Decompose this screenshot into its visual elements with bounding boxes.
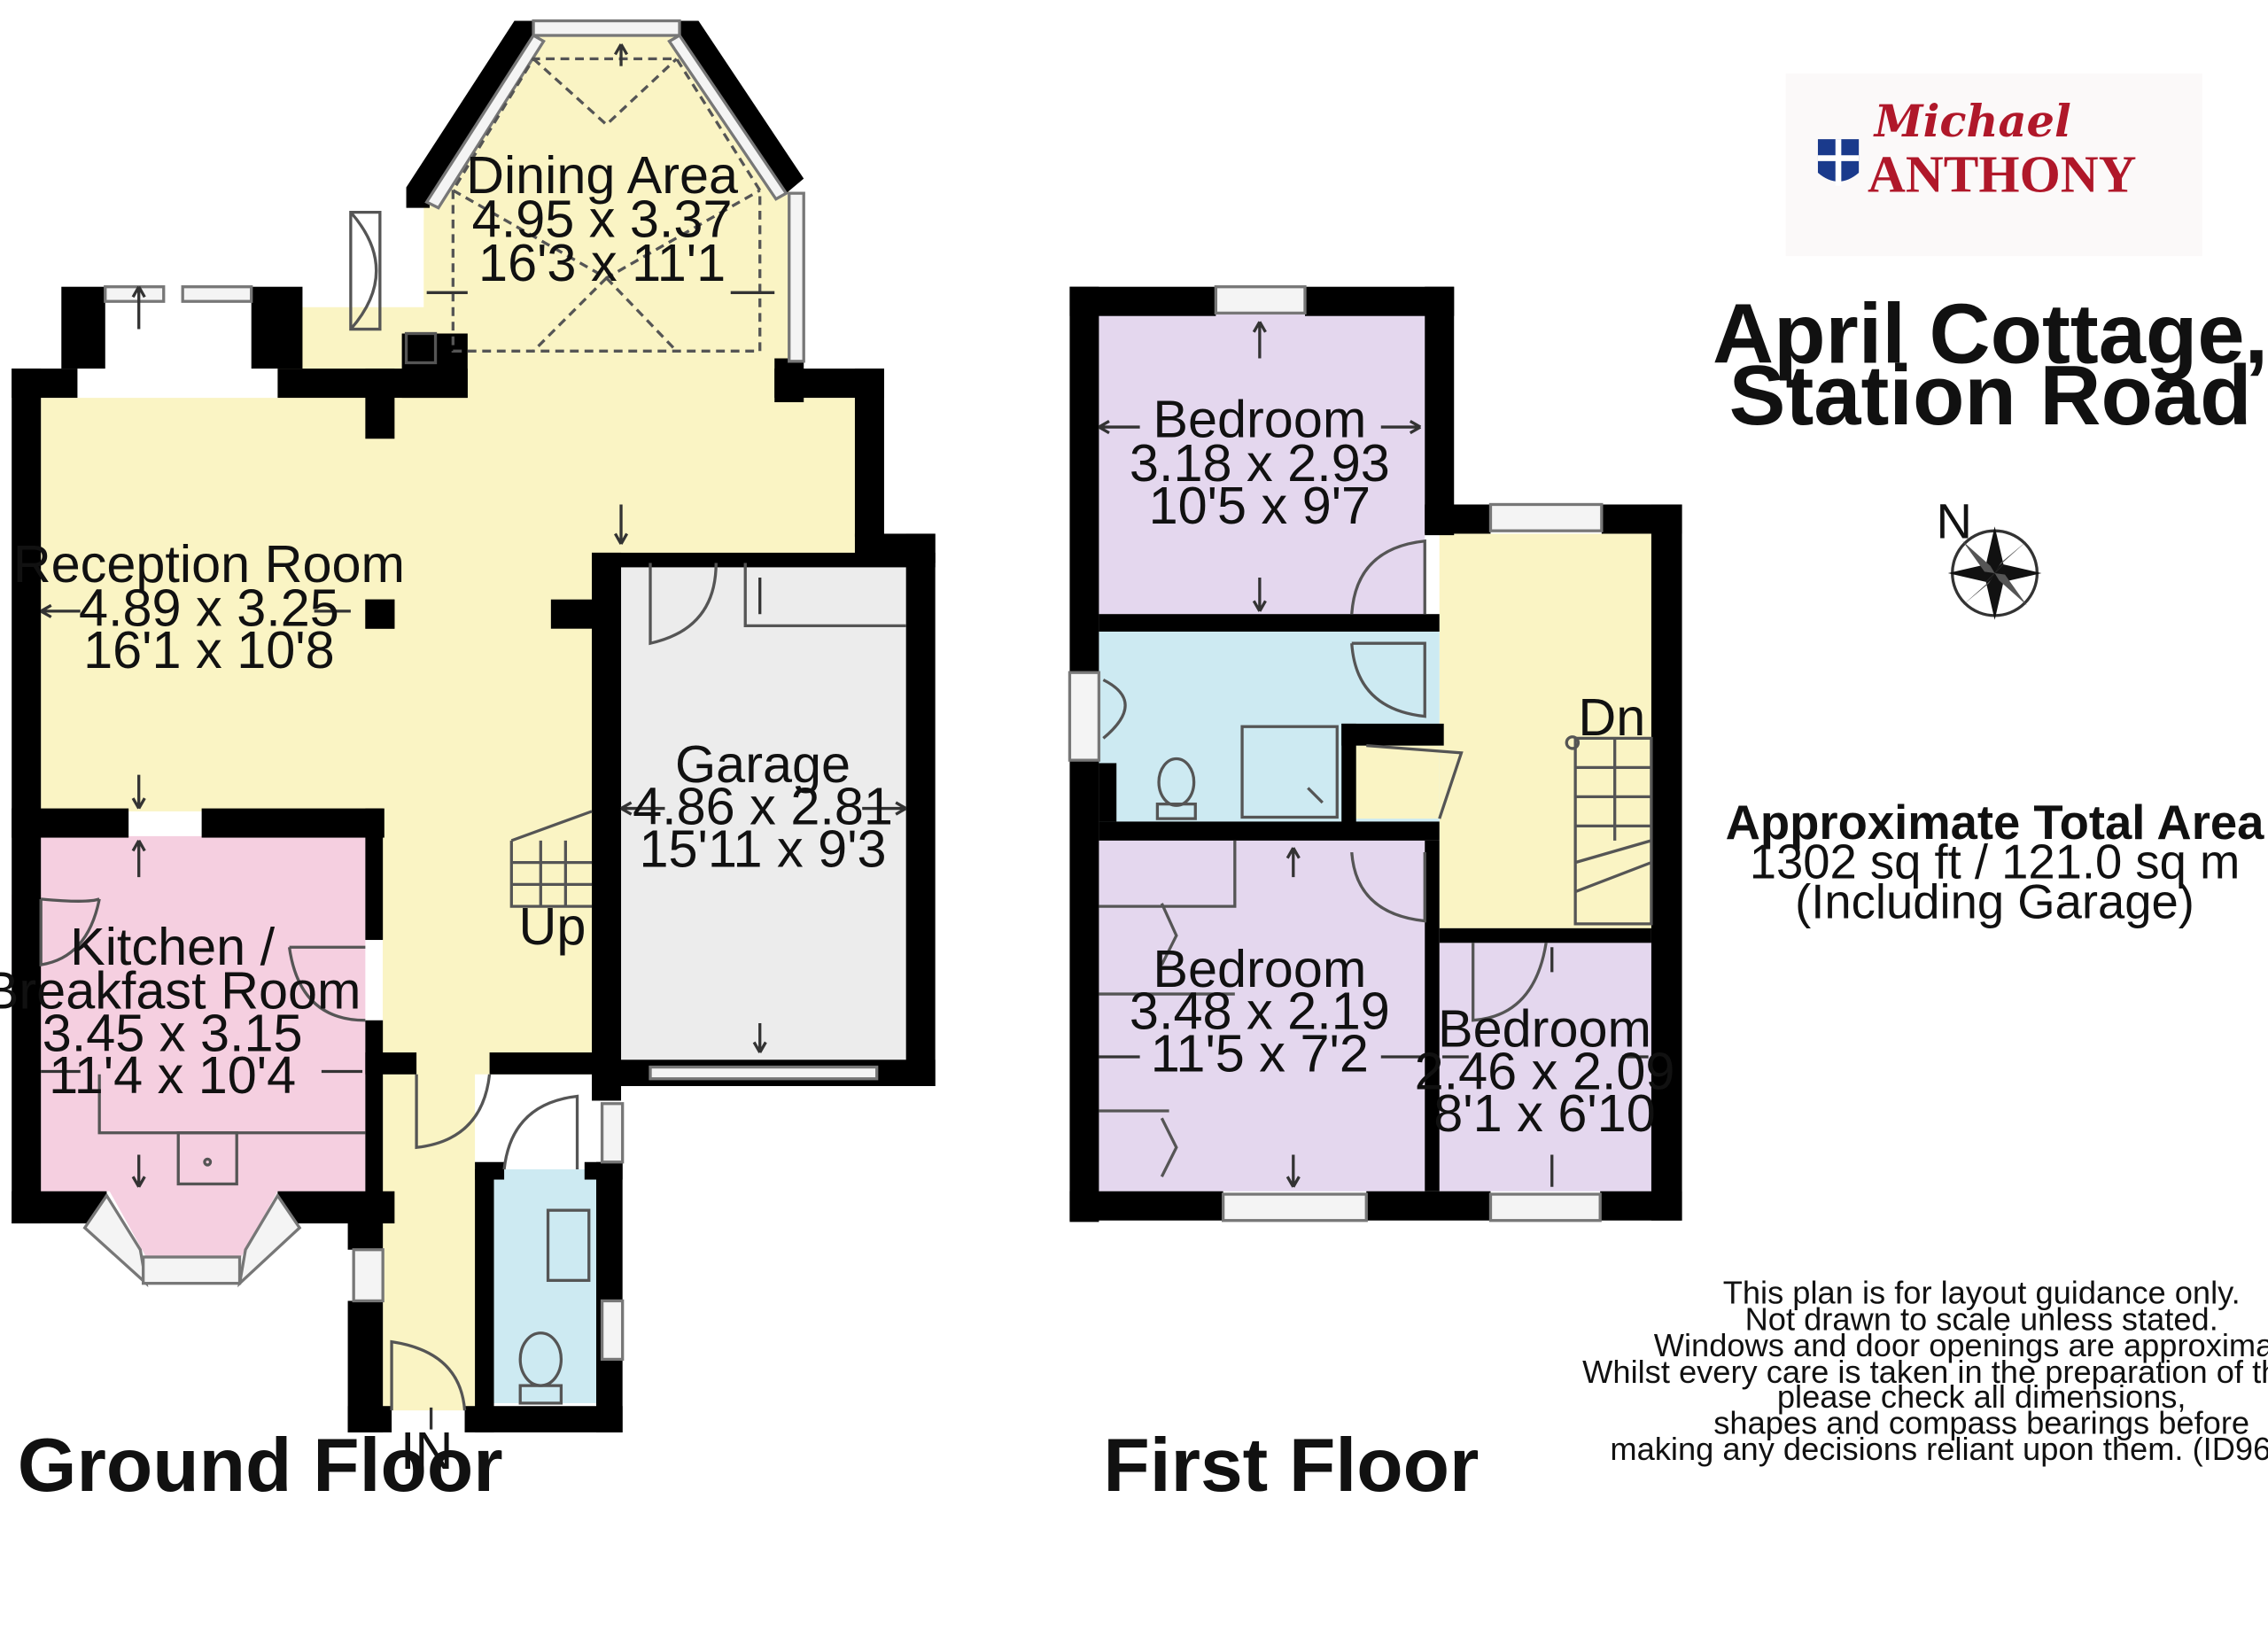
- first-floor-plan: Bedroom 3.18 x 2.93 10'5 x 9'7 Bedroom 3…: [1068, 285, 1682, 1508]
- bedroom-2-imperial: 11'5 x 7'2: [1151, 1023, 1369, 1083]
- kitchen-name-line1: Kitchen /: [70, 917, 276, 976]
- reception-room-name: Reception Room: [13, 534, 405, 594]
- dining-area: [423, 32, 789, 399]
- bedroom-1-name: Bedroom: [1153, 390, 1366, 449]
- bedroom-1-imperial: 10'5 x 9'7: [1149, 476, 1371, 535]
- entrance-label: IN: [400, 1421, 453, 1480]
- disclaimer-line-6: shapes and compass bearings before: [1713, 1405, 2249, 1441]
- stairs-down-label: Dn: [1578, 687, 1645, 747]
- bedroom-2-name: Bedroom: [1153, 939, 1366, 998]
- garage-label: Garage 4.86 x 2.81 15'11 x 9'3: [633, 734, 893, 879]
- bedroom-2-label: Bedroom 3.48 x 2.19 11'5 x 7'2: [1130, 939, 1390, 1083]
- disclaimer-line-5: please check all dimensions,: [1777, 1378, 2186, 1415]
- bedroom-3-area: [1439, 943, 1651, 1191]
- kitchen-metric: 3.45 x 3.15: [43, 1003, 303, 1062]
- landing-door-bulge-2: [1351, 852, 1425, 921]
- garage-area: [621, 563, 906, 1067]
- kitchen-name-line2: Breakfast Room: [0, 961, 361, 1021]
- dining-area-name: Dining Area: [466, 145, 739, 205]
- first-floor-label: First Floor: [1103, 1423, 1479, 1508]
- landing-area: [1439, 533, 1651, 928]
- total-area-block: Approximate Total Area 1302 sq ft / 121.…: [1726, 796, 2265, 928]
- total-area-value: 1302 sq ft / 121.0 sq m: [1750, 835, 2241, 889]
- bedroom-3-metric: 2.46 x 2.09: [1415, 1041, 1675, 1100]
- landing-door-bulge-1: [1351, 540, 1425, 615]
- dining-area-imperial: 16'3 x 11'1: [478, 233, 726, 292]
- disclaimer-block: This plan is for layout guidance only. N…: [1582, 1275, 2268, 1467]
- total-area-title: Approximate Total Area: [1726, 796, 2265, 850]
- first-floor-fixtures: [1099, 539, 1653, 1177]
- disclaimer-line-3: Windows and door openings are approximat…: [1654, 1327, 2268, 1363]
- shield-icon: [1817, 139, 1860, 186]
- compass-rose-icon: [1947, 526, 2042, 620]
- bedroom-3-label: Bedroom 2.46 x 2.09 8'1 x 6'10: [1415, 998, 1675, 1143]
- reception-room-metric: 4.89 x 3.25: [79, 578, 339, 637]
- property-title-line2: Station Road: [1729, 348, 2252, 443]
- garage-metric: 4.86 x 2.81: [633, 777, 893, 836]
- compass-north-label: N: [1937, 493, 1972, 548]
- bedroom-1-metric: 3.18 x 2.93: [1130, 433, 1390, 493]
- dining-area-metric: 4.95 x 3.37: [472, 190, 733, 249]
- property-title-line1: April Cottage,: [1713, 286, 2268, 381]
- dining-area-label: Dining Area 4.95 x 3.37 16'3 x 11'1: [466, 145, 739, 292]
- disclaimer-line-7: making any decisions reliant upon them. …: [1610, 1431, 2268, 1467]
- bedroom-3-imperial: 8'1 x 6'10: [1433, 1083, 1655, 1143]
- ground-floor-walls: [12, 20, 936, 1432]
- logo-script-text: Michael: [1873, 96, 2071, 147]
- garage-imperial: 15'11 x 9'3: [639, 819, 886, 879]
- bedroom-2-metric: 3.48 x 2.19: [1130, 982, 1390, 1041]
- bedroom-3-name: Bedroom: [1438, 998, 1651, 1058]
- disclaimer-line-1: This plan is for layout guidance only.: [1723, 1275, 2241, 1311]
- airing-cupboard-area: [1351, 745, 1440, 819]
- agent-logo: Michael ANTHONY: [1785, 73, 2202, 257]
- ground-floor-label: Ground Floor: [18, 1423, 503, 1508]
- disclaimer-line-2: Not drawn to scale unless stated.: [1745, 1300, 2218, 1337]
- bedroom-1-label: Bedroom 3.18 x 2.93 10'5 x 9'7: [1130, 390, 1390, 535]
- first-floor-windows: [1068, 285, 1604, 1222]
- hallway-area: [383, 811, 593, 1411]
- kitchen-imperial: 11'4 x 10'4: [49, 1045, 296, 1105]
- logo-name-text: ANTHONY: [1868, 144, 2136, 203]
- first-floor-dimension-arrows: [1098, 321, 1649, 1188]
- kitchen-label: Kitchen / Breakfast Room 3.45 x 3.15 11'…: [0, 917, 361, 1105]
- kitchen-area: [41, 835, 366, 1257]
- reception-room-label: Reception Room 4.89 x 3.25 16'1 x 10'8: [13, 534, 405, 679]
- downstairs-wc-area: [493, 1169, 596, 1403]
- ground-floor-plan: Dining Area 4.95 x 3.37 16'3 x 11'1 Rece…: [0, 19, 936, 1508]
- ground-floor-dimension-arrows: [40, 43, 907, 1430]
- stairs-up-label: Up: [519, 896, 586, 956]
- ground-floor-fixtures: [39, 57, 906, 1411]
- garage-name: Garage: [675, 734, 850, 794]
- reception-room-imperial: 16'1 x 10'8: [83, 620, 334, 679]
- disclaimer-line-4: Whilst every care is taken in the prepar…: [1582, 1354, 2268, 1390]
- total-area-note: (Including Garage): [1795, 874, 2194, 928]
